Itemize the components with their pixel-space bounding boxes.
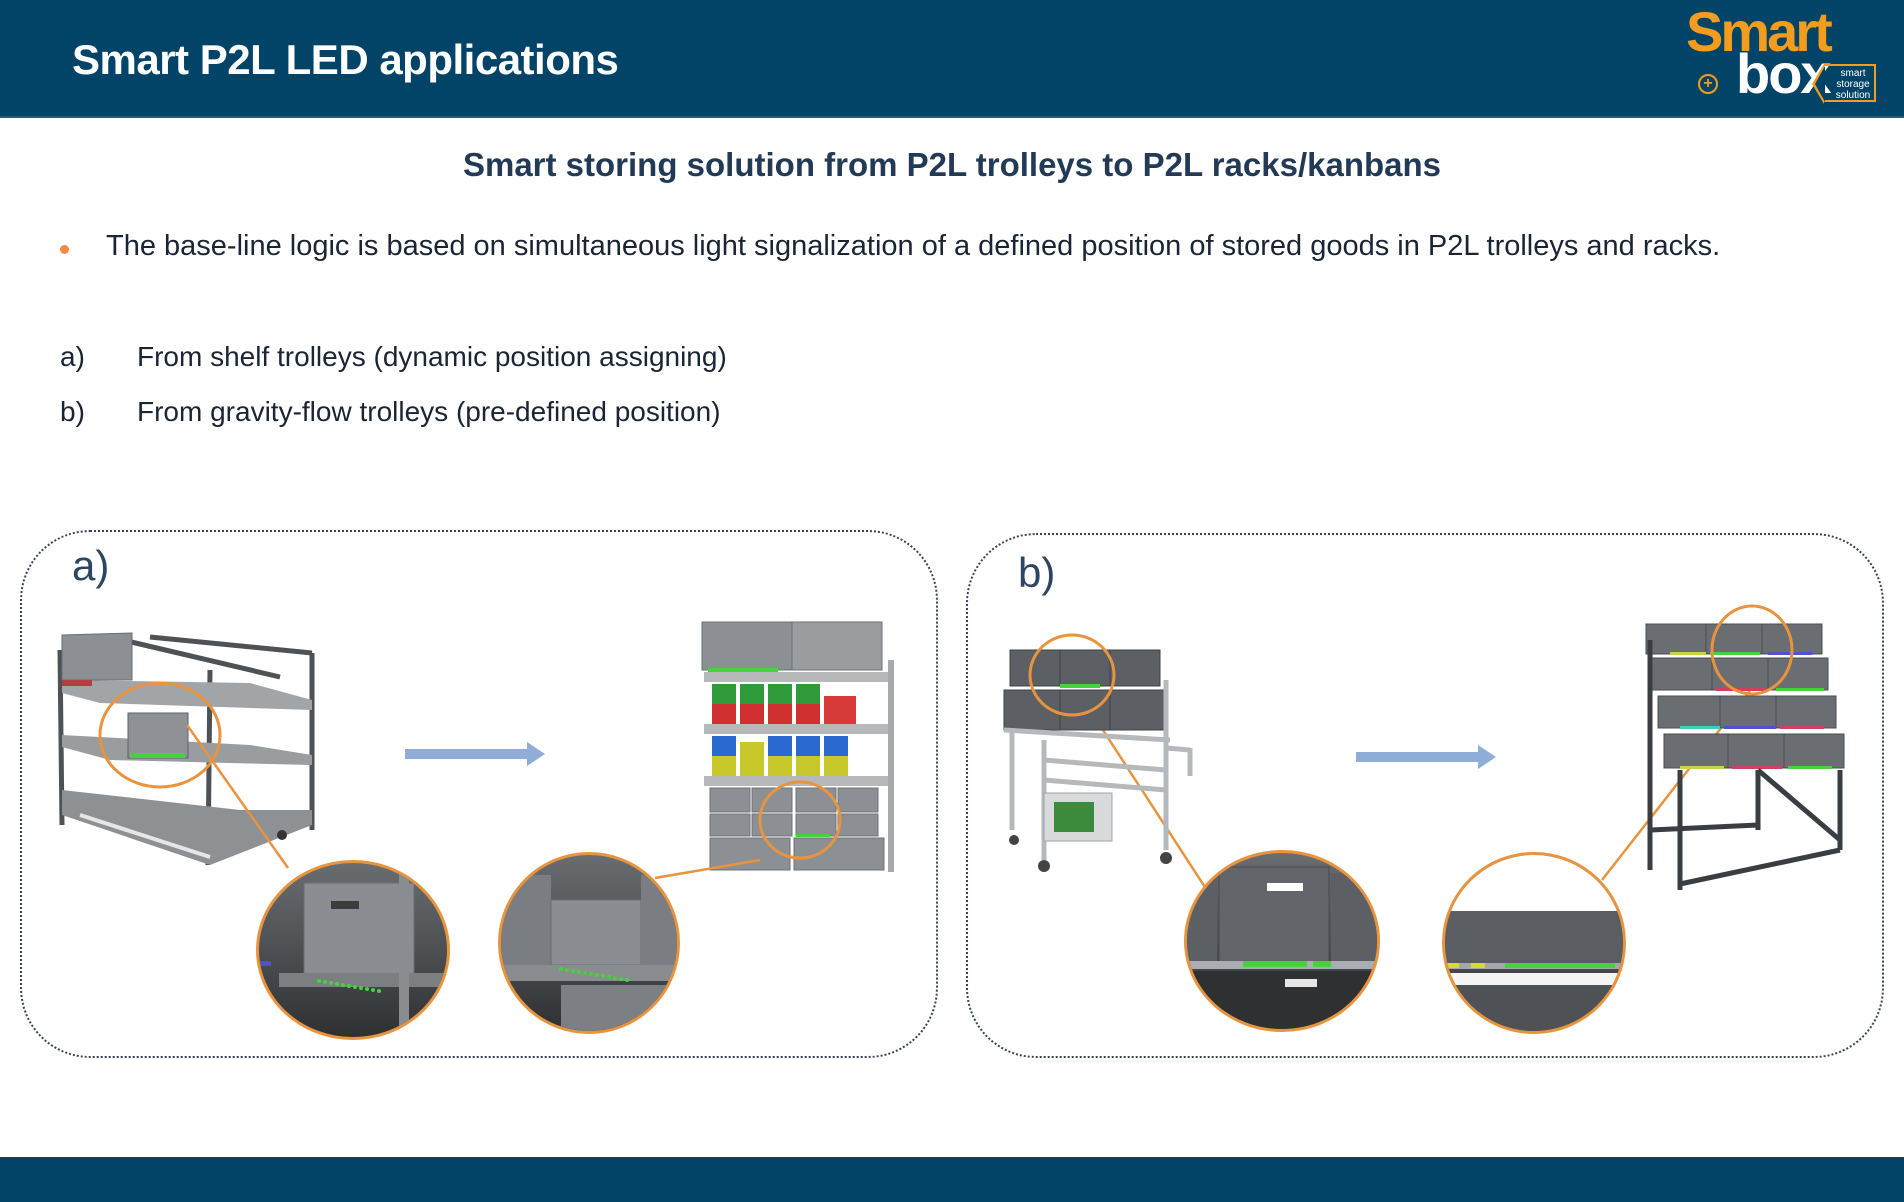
crates-lower: [709, 787, 885, 871]
trolley-rail-led-detail: [1184, 850, 1380, 1032]
gravity-flow-trolley-illustration: [1003, 633, 1193, 872]
highlight-circle: [1028, 633, 1116, 717]
shelf-top: [62, 680, 312, 710]
highlight-circle: [98, 681, 222, 789]
panel-b: b): [966, 533, 1884, 1058]
logo-tagline: smart storage solution: [1812, 64, 1876, 104]
right-arrow-icon: [405, 742, 545, 766]
highlight-circle: [758, 780, 842, 860]
slide-title: Smart P2L LED applications: [72, 36, 619, 83]
rack-rail-led-detail: [1442, 852, 1626, 1034]
list-text: From gravity-flow trolleys (pre-defined …: [137, 396, 721, 427]
list-label: a): [60, 341, 85, 372]
trolley-crate: [127, 712, 189, 759]
shelf-bottom: [62, 790, 312, 865]
bins-row-1: [712, 684, 856, 724]
bins-row-2: [712, 736, 848, 776]
panel-a: a): [20, 530, 938, 1058]
shelf-trolley-illustration: [57, 632, 315, 866]
section-subtitle: Smart storing solution from P2L trolleys…: [462, 146, 1442, 183]
tagline-line: solution: [1835, 90, 1871, 101]
rack-shelf: [704, 724, 890, 734]
bullet-dot-icon: [60, 245, 69, 254]
panel-label: b): [1018, 549, 1056, 596]
plus-circle-icon: +: [1698, 74, 1718, 94]
trolley-shelf-led-detail: [256, 860, 450, 1040]
smartbox-logo: Smart box + smart storage solution: [1686, 4, 1886, 106]
footer-bar: [0, 1157, 1904, 1202]
tagline-line: smart: [1840, 68, 1866, 79]
led-green: [130, 753, 185, 758]
list-text: From shelf trolleys (dynamic position as…: [137, 341, 727, 372]
rack-shelf-led-detail: [498, 852, 680, 1034]
highlight-circle: [1710, 604, 1794, 696]
header-bar: Smart P2L LED applications Smart box + s…: [0, 0, 1904, 118]
right-arrow-icon: [1356, 745, 1496, 769]
tagline-line: storage: [1836, 79, 1870, 90]
rack-shelf: [704, 672, 890, 682]
led-red: [62, 680, 92, 686]
panel-label: a): [72, 542, 110, 589]
list-label: b): [60, 396, 85, 427]
gravity-flow-rack-illustration: [1645, 604, 1845, 890]
trolley-top-box: [61, 632, 133, 681]
kanban-rack-illustration: [701, 621, 894, 872]
bullet-text: The base-line logic is based on simultan…: [106, 230, 1721, 262]
logo-word-smart: Smart: [1686, 0, 1833, 63]
